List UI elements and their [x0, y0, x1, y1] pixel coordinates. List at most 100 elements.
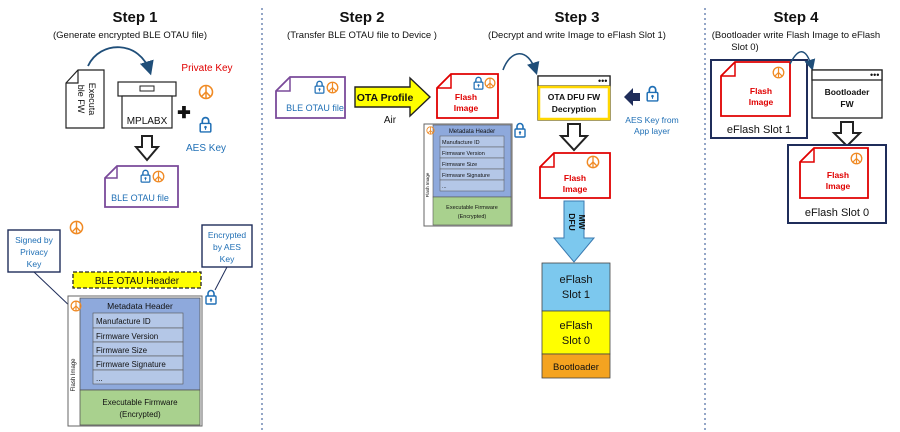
signed-label-1: Signed by: [15, 235, 54, 245]
slot1-flash-label-2: Image: [749, 97, 774, 107]
encrypted-label-1: Encrypted: [208, 230, 247, 240]
ble-otau-file-label-2: BLE OTAU file: [286, 103, 344, 113]
step3-lock-icon: [514, 122, 526, 138]
step4-title: Step 4: [773, 9, 819, 26]
down-arrow-step1: [133, 135, 161, 162]
aes-from-label-2: App layer: [634, 126, 670, 136]
ble-otau-file-step1: BLE OTAU file: [104, 165, 179, 208]
metadata-header-label: Metadata Header: [107, 301, 173, 311]
field-ellipsis: ...: [96, 374, 103, 383]
window-dots: •••: [598, 76, 607, 86]
mini-field-4: Firmware Signature: [442, 173, 490, 179]
mini-metadata-label: Metadata Header: [449, 129, 495, 135]
encrypted-label-3: Key: [220, 254, 235, 264]
exec-fw-label-2: ble FW: [76, 85, 86, 114]
signed-label-2: Privacy: [20, 247, 49, 257]
decrypted-flash-image: Flash Image: [539, 152, 611, 199]
bootloader-fw-window: ••• Bootloader FW: [811, 69, 883, 119]
eflash-slot0-box: Flash Image eFlash Slot 0: [787, 144, 887, 224]
mini-field-1: Manufacture ID: [442, 140, 480, 146]
app-aes-lock-icon: [646, 85, 659, 102]
curved-arrow-step3: [502, 53, 540, 76]
signature-icon: [69, 220, 84, 235]
bootloader-fw-label-1: Bootloader: [825, 87, 871, 97]
mini-field-5: ...: [442, 184, 447, 190]
plus-icon: ✚: [177, 105, 190, 122]
flash-image-label-2: Image: [454, 103, 479, 113]
ota-profile-arrow: OTA Profile: [354, 76, 432, 118]
otau-header-box: [72, 271, 202, 289]
otau-header-label: BLE OTAU Header: [95, 276, 180, 287]
eflash-slot1-label: eFlash Slot 1: [727, 124, 791, 136]
decryption-window: ••• OTA DFU FW Decryption: [537, 75, 611, 121]
step3-subtitle: (Decrypt and write Image to eFlash Slot …: [488, 30, 666, 41]
step2-title: Step 2: [339, 9, 384, 26]
encrypted-paren-label: (Encrypted): [119, 410, 161, 419]
flash-memory-map: eFlash Slot 1 eFlash Slot 0 Bootloader: [541, 262, 611, 379]
down-arrow-step3: [558, 123, 590, 152]
field-firmware-size: Firmware Size: [96, 346, 148, 355]
step4-subtitle-2: Slot 0): [731, 42, 758, 53]
private-key-icon: [198, 84, 214, 100]
slot0-flash-label-1: Flash: [827, 170, 849, 180]
step4-subtitle-1: (Bootloader write Flash Image to eFlash: [712, 30, 880, 41]
curved-arrow-step1: [87, 46, 154, 76]
decrypted-flash-label-1: Flash: [564, 173, 586, 183]
flash-image-stack-step1: Metadata Header Manufacture ID Firmware …: [67, 295, 203, 427]
mini-field-2: Firmware Version: [442, 151, 485, 157]
decrypted-flash-label-2: Image: [563, 184, 588, 194]
mplabx-box: MPLABX: [117, 81, 177, 129]
private-key-label: Private Key: [181, 63, 232, 74]
signed-label-3: Key: [27, 259, 42, 269]
mini-exec-label: Executable Firmware: [446, 205, 498, 211]
executable-fw-document: Executa ble FW: [65, 69, 105, 129]
decrypt-label-2: Decryption: [552, 104, 596, 114]
encryption-lock-icon: [205, 289, 217, 305]
flash-image-stack-step3: Metadata Header Manufacture ID Firmware …: [423, 123, 513, 227]
slot0-flash-label-2: Image: [826, 181, 851, 191]
exec-firmware-label: Executable Firmware: [102, 398, 178, 407]
slot1-label-2: Slot 1: [562, 289, 590, 301]
ble-otau-file-step2: BLE OTAU file: [275, 76, 346, 119]
encrypted-label-2: by AES: [213, 242, 241, 252]
ota-profile-label: OTA Profile: [357, 92, 414, 104]
mini-field-3: Firmware Size: [442, 162, 477, 168]
aes-key-label: AES Key: [186, 143, 226, 154]
slot0-label-2: Slot 0: [562, 335, 590, 347]
left-arrow-icon: [624, 88, 640, 106]
encrypted-callout: Encrypted by AES Key: [201, 224, 253, 291]
curved-arrow-step4: [789, 51, 816, 71]
window-dots-step4: •••: [870, 70, 879, 80]
flash-image-side-label: Flash Image: [71, 358, 77, 392]
step2-subtitle: (Transfer BLE OTAU file to Device ): [287, 30, 437, 41]
slot1-flash-label-1: Flash: [750, 86, 772, 96]
slot1-label-1: eFlash: [559, 274, 592, 286]
step3-title: Step 3: [554, 9, 599, 26]
aes-from-label-1: AES Key from: [625, 115, 678, 125]
flash-image-label-1: Flash: [455, 92, 477, 102]
dfu-mw-arrow: DFU MW: [552, 200, 596, 263]
signed-callout: Signed by Privacy Key: [7, 229, 75, 311]
mplabx-label: MPLABX: [127, 116, 168, 127]
exec-fw-label-1: Executa: [87, 83, 97, 116]
mini-encrypted-label: (Encrypted): [458, 214, 487, 220]
dfu-label: DFU: [567, 213, 577, 230]
mini-flash-side-label: Flash Image: [425, 172, 430, 197]
decrypt-label-1: OTA DFU FW: [548, 92, 601, 102]
slot0-label-1: eFlash: [559, 320, 592, 332]
eflash-slot1-box: Flash Image eFlash Slot 1: [710, 59, 808, 139]
flash-image-doc-step3: Flash Image: [436, 73, 499, 119]
field-manufacture-id: Manufacture ID: [96, 317, 151, 326]
step1-title: Step 1: [112, 9, 157, 26]
step1-subtitle: (Generate encrypted BLE OTAU file): [53, 30, 207, 41]
ble-otau-file-label-1: BLE OTAU file: [111, 193, 169, 203]
field-firmware-version: Firmware Version: [96, 332, 158, 341]
bootloader-fw-label-2: FW: [840, 99, 854, 109]
down-arrow-step4: [831, 121, 863, 148]
air-label: Air: [384, 115, 397, 126]
bootloader-label: Bootloader: [553, 362, 599, 373]
eflash-slot0-label: eFlash Slot 0: [805, 207, 869, 219]
field-firmware-signature: Firmware Signature: [96, 360, 166, 369]
mw-label: MW: [577, 214, 587, 230]
